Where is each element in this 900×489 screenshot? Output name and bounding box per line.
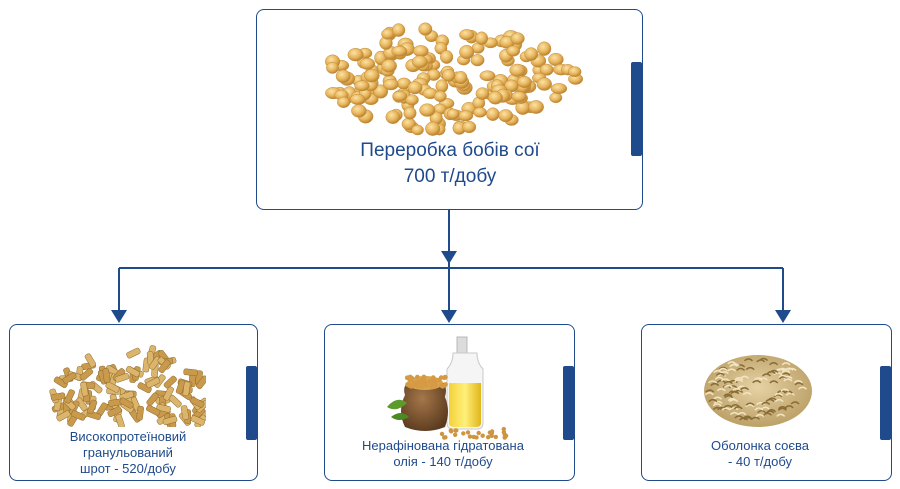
child-card-husk: Оболонка соєва - 40 т/добу <box>641 324 892 481</box>
child-card-oil-tab <box>563 366 574 440</box>
root-title: Переробка бобів сої 700 т/добу <box>257 138 643 190</box>
protein-pellets-image <box>49 345 206 427</box>
oil-bottle-image <box>387 336 509 440</box>
center-arrowhead <box>441 310 457 323</box>
root-title-line2: 700 т/добу <box>403 166 497 187</box>
child-oil-label: Нерафінована гідратована олія - 140 т/до… <box>325 438 561 470</box>
child-card-meal: Високопротеїновий гранульований шрот - 5… <box>9 324 258 481</box>
root-title-line1: Переробка бобів сої <box>360 140 540 161</box>
child-card-husk-tab <box>880 366 891 440</box>
soybean-pile-image <box>325 22 584 136</box>
soybean-husk-image <box>704 355 812 427</box>
root-arrowhead <box>441 251 457 264</box>
root-card-tab <box>631 62 642 156</box>
child-oil-line2: олія - 140 т/добу <box>393 454 493 469</box>
child-meal-line3: шрот - 520/добу <box>80 461 176 476</box>
child-meal-line2: гранульований <box>83 445 173 460</box>
child-oil-line1: Нерафінована гідратована <box>362 438 524 453</box>
child-meal-line1: Високопротеїновий <box>69 429 187 444</box>
child-husk-line1: Оболонка соєва <box>711 438 809 453</box>
root-card: Переробка бобів сої 700 т/добу <box>256 9 643 210</box>
child-card-oil: Нерафінована гідратована олія - 140 т/до… <box>324 324 575 481</box>
child-husk-line2: - 40 т/добу <box>727 454 793 469</box>
child-husk-label: Оболонка соєва - 40 т/добу <box>642 438 878 470</box>
child-meal-label: Високопротеїновий гранульований шрот - 5… <box>10 429 246 477</box>
left-arrowhead <box>111 310 127 323</box>
right-arrowhead <box>775 310 791 323</box>
child-card-meal-tab <box>246 366 257 440</box>
